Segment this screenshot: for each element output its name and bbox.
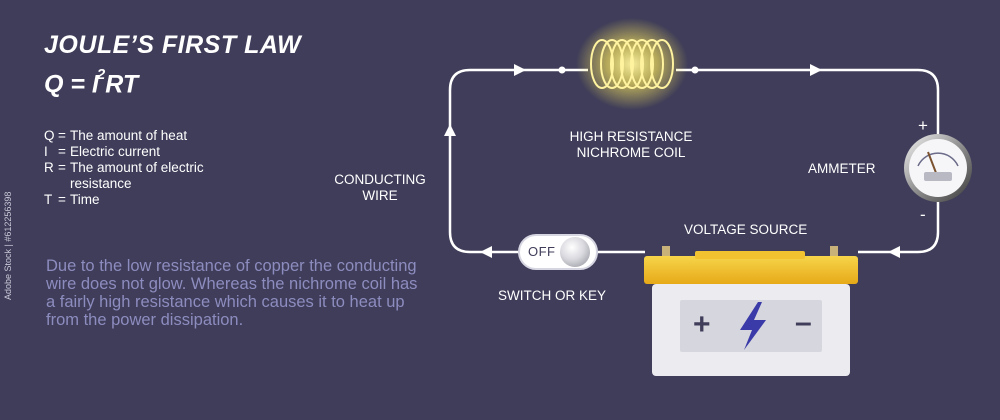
switch-knob[interactable] [560,237,590,267]
direction-arrow-icon [514,64,526,76]
coil-label: HIGH RESISTANCE NICHROME COIL [546,129,716,161]
junction-dot [691,66,699,74]
direction-arrow-icon [444,124,456,136]
legend-equals: = [58,160,66,175]
battery-negative-sign: – [795,306,812,339]
legend-equals: = [58,192,66,207]
legend-description: Electric current [70,144,161,159]
legend-row-t: T = Time [44,192,240,208]
formula-right: RT [105,70,139,99]
legend-symbol: T [44,192,53,207]
legend-symbol: R [44,160,54,175]
ammeter-label: AMMETER [808,161,876,176]
coil-label-text: HIGH RESISTANCE NICHROME COIL [569,129,693,160]
ammeter-gauge-icon [904,134,972,202]
explanation-text: Due to the low resistance of copper the … [46,257,418,329]
legend-row-q: Q = The amount of heat [44,128,240,144]
voltage-source-label: VOLTAGE SOURCE [684,222,808,237]
wire-label-text: CONDUCTING WIRE [334,172,426,203]
stock-credit: Adobe Stock | #612256398 [3,191,13,300]
formula-left: Q = I [44,70,99,99]
legend-description: Time [70,192,100,207]
battery-positive-sign: + [693,308,711,341]
direction-arrow-icon [810,64,822,76]
switch-label: SWITCH OR KEY [498,288,607,303]
legend-symbol: Q [44,128,55,143]
conducting-wire [448,68,940,254]
formula: Q = I2RT [44,64,138,99]
legend-equals: = [58,144,66,159]
legend-equals: = [58,128,66,143]
direction-arrow-icon [888,246,900,258]
ammeter-plus-sign: + [918,116,928,135]
formula-exponent: 2 [96,66,106,83]
nichrome-coil [576,18,688,110]
legend-symbol: I [44,144,48,159]
variable-legend: Q = The amount of heat I = Electric curr… [44,128,240,208]
junction-dot [558,66,566,74]
legend-row-i: I = Electric current [44,144,240,160]
battery [644,246,858,376]
legend-description: The amount of heat [70,128,188,143]
legend-row-r: R = The amount of electric resistance [44,160,240,192]
lightning-bolt-icon [740,302,766,350]
switch-state-label: OFF [528,244,556,259]
ammeter-minus-sign: - [920,205,926,224]
legend-description: The amount of electric resistance [70,160,204,191]
direction-arrow-icon [480,246,492,258]
wire-label: CONDUCTING WIRE [330,172,430,204]
page-title: JOULE’S FIRST LAW [44,31,302,59]
